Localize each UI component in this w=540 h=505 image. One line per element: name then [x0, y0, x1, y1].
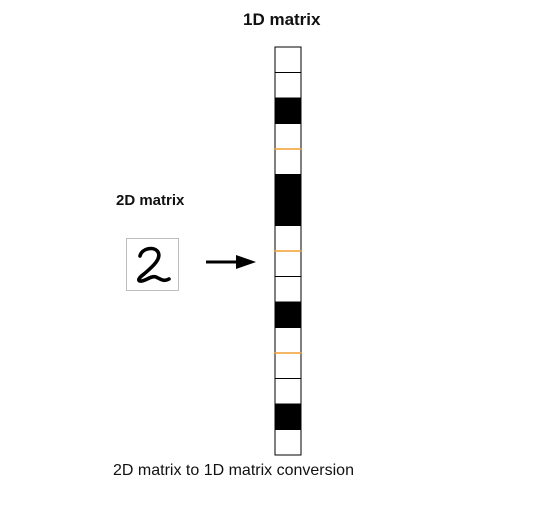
- matrix-cell-black: [274, 403, 302, 430]
- matrix-cell-white: [274, 429, 302, 456]
- matrix-cell-white: [274, 250, 302, 277]
- conversion-caption: 2D matrix to 1D matrix conversion: [113, 462, 354, 479]
- matrix-cell-white: [274, 276, 302, 303]
- title-2d-matrix: 2D matrix: [116, 192, 185, 209]
- matrix-cell-white: [274, 148, 302, 175]
- matrix-cell-white: [274, 46, 302, 73]
- matrix-cell-black: [274, 301, 302, 328]
- matrix-cell-black: [274, 174, 302, 201]
- matrix-cell-white: [274, 378, 302, 405]
- matrix-cell-white: [274, 327, 302, 354]
- 1d-matrix-strip: [274, 46, 302, 456]
- handwritten-digit-2-icon: [137, 246, 171, 283]
- matrix-cell-black: [274, 97, 302, 124]
- digit-image-box: [126, 238, 179, 291]
- matrix-cell-white: [274, 72, 302, 99]
- title-1d-matrix: 1D matrix: [243, 10, 321, 29]
- matrix-cell-white: [274, 225, 302, 252]
- right-arrow-icon: [206, 255, 256, 269]
- matrix-cell-black: [274, 199, 302, 226]
- matrix-cell-white: [274, 352, 302, 379]
- matrix-cell-white: [274, 123, 302, 150]
